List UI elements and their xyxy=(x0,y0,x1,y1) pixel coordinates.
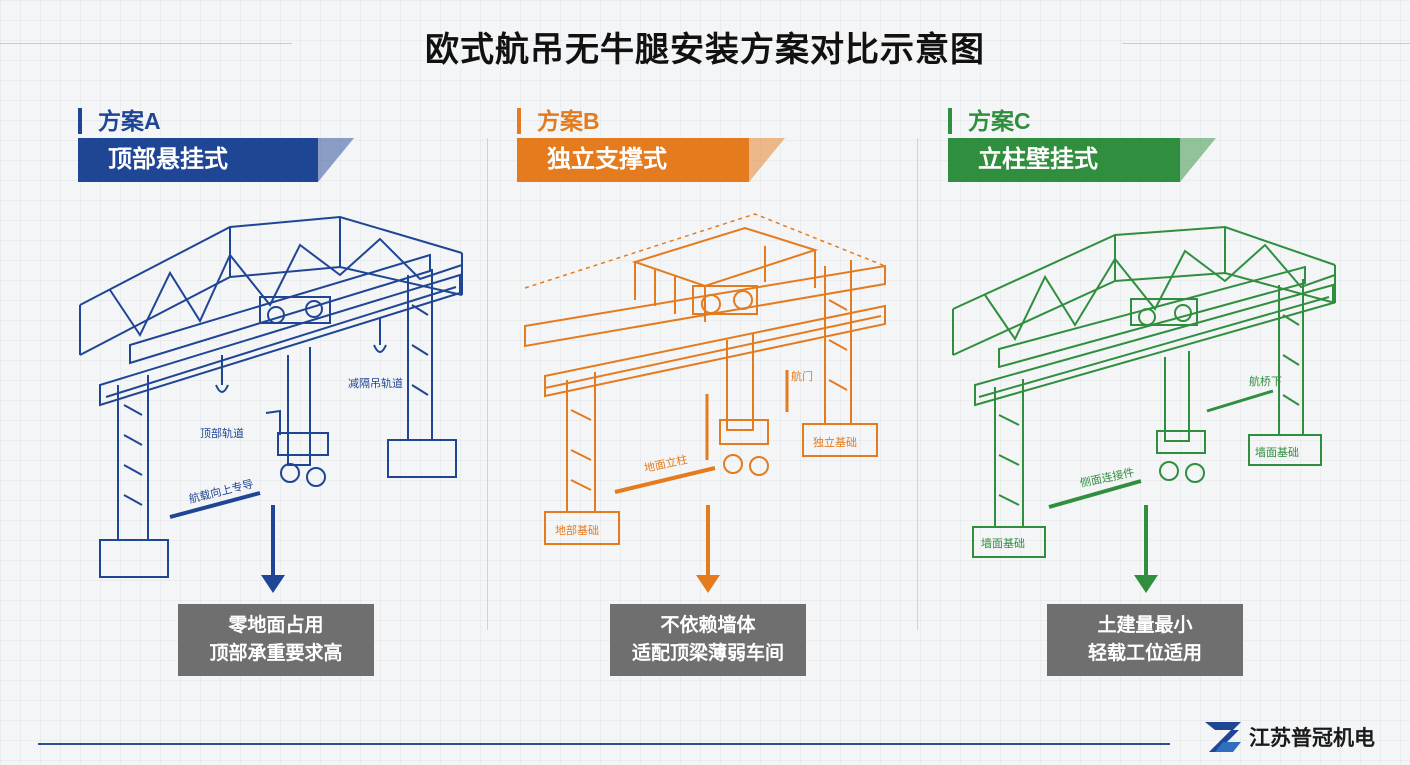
callout-a-1: 减隔吊轨道 xyxy=(348,376,403,390)
footer-divider xyxy=(38,743,1170,745)
callout-b-4: 地部基础 xyxy=(555,523,599,537)
scheme-b-arrow-icon xyxy=(696,505,720,593)
trolley xyxy=(259,296,331,324)
scheme-b-result-line-2: 适配顶梁薄弱车间 xyxy=(631,643,784,664)
title-divider-right xyxy=(1122,43,1410,44)
brand: 江苏普冠机电 xyxy=(1203,720,1375,754)
callout-c-4: 墙面基础 xyxy=(981,536,1025,550)
banner-tip-a xyxy=(318,138,354,182)
crane-beam xyxy=(974,265,1334,407)
crane-beam xyxy=(99,253,461,407)
callout-c-1: 航桥下 xyxy=(1249,374,1282,388)
banner-tip-b xyxy=(749,138,785,182)
scheme-b-label: 方案B xyxy=(517,108,600,134)
brand-name: 江苏普冠机电 xyxy=(1249,727,1375,750)
scheme-a-result: 零地面占用 顶部承重要求高 xyxy=(178,604,374,676)
banner-tip-c xyxy=(1180,138,1216,182)
scheme-c-name: 立柱壁挂式 xyxy=(978,146,1098,173)
scheme-b-result-line-1: 不依赖墙体 xyxy=(660,615,756,636)
dashed-outline xyxy=(524,213,886,289)
scheme-c-result-line-2: 轻载工位适用 xyxy=(1087,643,1202,664)
callout-c-3: 墙面基础 xyxy=(1255,445,1299,459)
trolley xyxy=(1130,298,1198,326)
title-divider-left xyxy=(0,43,292,44)
column-divider-2 xyxy=(917,138,918,630)
scheme-c-result: 土建量最小 轻载工位适用 xyxy=(1047,604,1243,676)
hooks xyxy=(215,317,387,487)
scheme-a-drawing: 减隔吊轨道 顶部轨道 航载向上专导 xyxy=(79,215,463,578)
hoist xyxy=(1156,430,1206,483)
scheme-a-label: 方案A xyxy=(78,108,161,134)
scheme-c-label: 方案C xyxy=(948,108,1031,134)
scheme-a-result-line-2: 顶部承重要求高 xyxy=(209,643,343,664)
columns xyxy=(99,269,457,578)
scheme-a-result-line-1: 零地面占用 xyxy=(228,615,324,636)
trolley xyxy=(692,285,758,315)
callout-b-3: 独立基础 xyxy=(813,435,857,449)
page-title: 欧式航吊无牛腿安装方案对比示意图 xyxy=(425,31,985,69)
callout-b-2: 地面立柱 xyxy=(643,452,689,475)
scheme-a-name: 顶部悬挂式 xyxy=(108,146,228,173)
columns xyxy=(972,279,1322,558)
callout-b-1: 航门 xyxy=(791,369,813,383)
pg-logo-icon xyxy=(1205,722,1241,752)
callout-bar xyxy=(169,491,261,519)
columns xyxy=(544,260,878,545)
callout-a-2: 顶部轨道 xyxy=(200,426,244,440)
scheme-b-banner: 独立支撑式 xyxy=(517,138,785,182)
scheme-c-banner: 立柱壁挂式 xyxy=(948,138,1216,182)
scheme-c-arrow-icon xyxy=(1134,505,1158,593)
roof-truss xyxy=(79,215,463,356)
scheme-b-drawing: 航门 地面立柱 独立基础 地部基础 xyxy=(524,213,886,545)
gantry-box xyxy=(631,226,819,322)
scheme-b-result: 不依赖墙体 适配顶梁薄弱车间 xyxy=(610,604,806,676)
scheme-b-name: 独立支撑式 xyxy=(547,146,667,173)
scheme-c-drawing: 航桥下 侧面连接件 墙面基础 墙面基础 xyxy=(952,225,1336,558)
hoist xyxy=(719,419,769,476)
scheme-a-banner: 顶部悬挂式 xyxy=(78,138,354,182)
scheme-a-arrow-icon xyxy=(261,505,285,593)
column-divider-1 xyxy=(487,138,488,630)
scheme-c-result-line-1: 土建量最小 xyxy=(1097,615,1193,636)
